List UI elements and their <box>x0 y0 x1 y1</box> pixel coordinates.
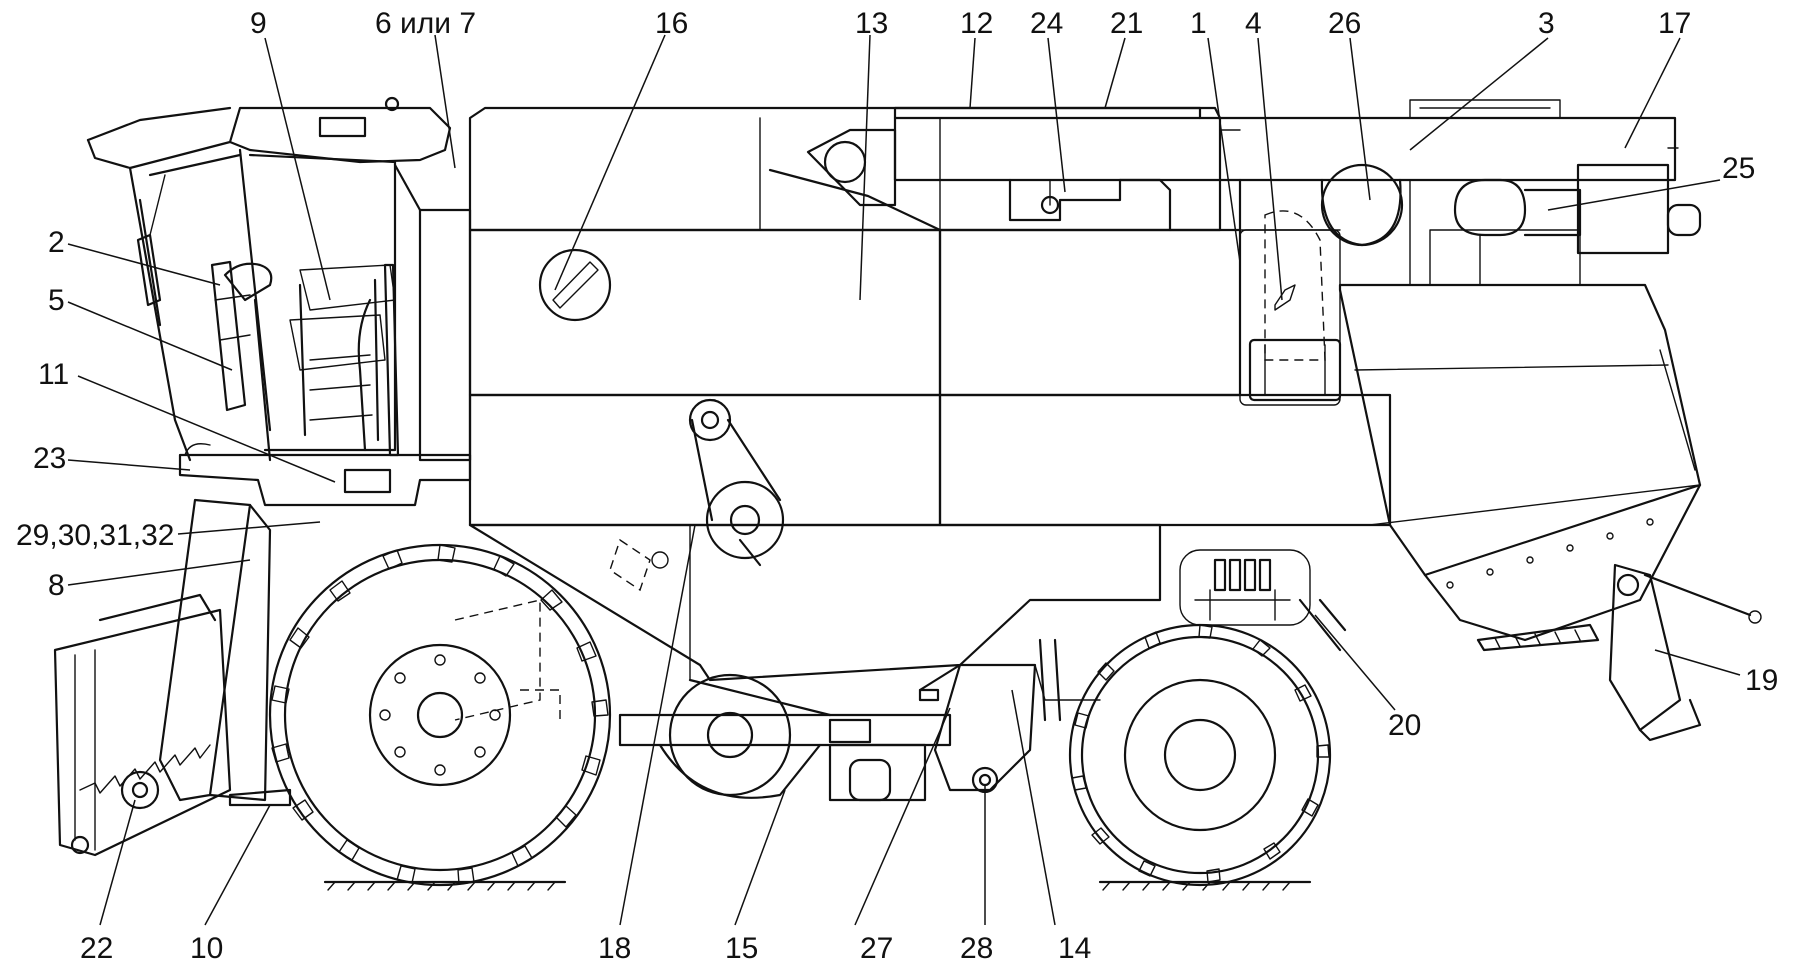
callout-17: 17 <box>1658 7 1691 40</box>
callout-13: 13 <box>855 7 888 40</box>
hydraulic-unit <box>1179 549 1347 652</box>
front-wheel <box>268 543 612 887</box>
callout-10: 10 <box>190 932 223 962</box>
inspection-cover <box>538 248 669 592</box>
callout-23: 23 <box>33 442 66 475</box>
header-feeder <box>53 498 292 857</box>
rear-hood <box>1338 283 1702 642</box>
callout-5: 5 <box>48 284 65 317</box>
callout-25: 25 <box>1722 152 1755 185</box>
callout-22: 22 <box>80 932 113 962</box>
callout-16: 16 <box>655 7 688 40</box>
operator-cabin <box>86 96 472 507</box>
ladder-dashed <box>1239 210 1342 406</box>
callout-1: 1 <box>1190 7 1207 40</box>
callout-20: 20 <box>1388 709 1421 742</box>
callout-11: 11 <box>38 358 69 391</box>
main-body <box>468 106 1392 682</box>
callout-8: 8 <box>48 569 65 602</box>
leader-lines <box>67 34 1741 926</box>
callout-4: 4 <box>1245 7 1262 40</box>
callout-12: 12 <box>960 7 993 40</box>
callout-19: 19 <box>1745 664 1778 697</box>
callout-21: 21 <box>1110 7 1143 40</box>
ground-lines <box>323 880 1312 891</box>
chaff-spreader <box>1476 563 1762 742</box>
engine-compartment <box>1008 163 1582 286</box>
rear-wheel <box>1068 623 1332 887</box>
callout-26: 26 <box>1328 7 1361 40</box>
callout-14: 14 <box>1058 932 1091 962</box>
callout-29-30-31-32: 29,30,31,32 <box>16 519 174 552</box>
belt-drive <box>688 398 785 567</box>
callout-24: 24 <box>1030 7 1063 40</box>
callout-27: 27 <box>860 932 893 962</box>
undercarriage <box>618 638 1101 802</box>
callout-2: 2 <box>48 226 65 259</box>
callout-28: 28 <box>960 932 993 962</box>
callout-3: 3 <box>1538 7 1555 40</box>
callout-labels: 9 6 или 7 16 13 12 24 21 1 4 26 3 17 25 … <box>16 7 1778 962</box>
callout-15: 15 <box>725 932 758 962</box>
callout-6-or-7: 6 или 7 <box>375 7 476 40</box>
callout-9: 9 <box>250 7 267 40</box>
callout-18: 18 <box>598 932 631 962</box>
